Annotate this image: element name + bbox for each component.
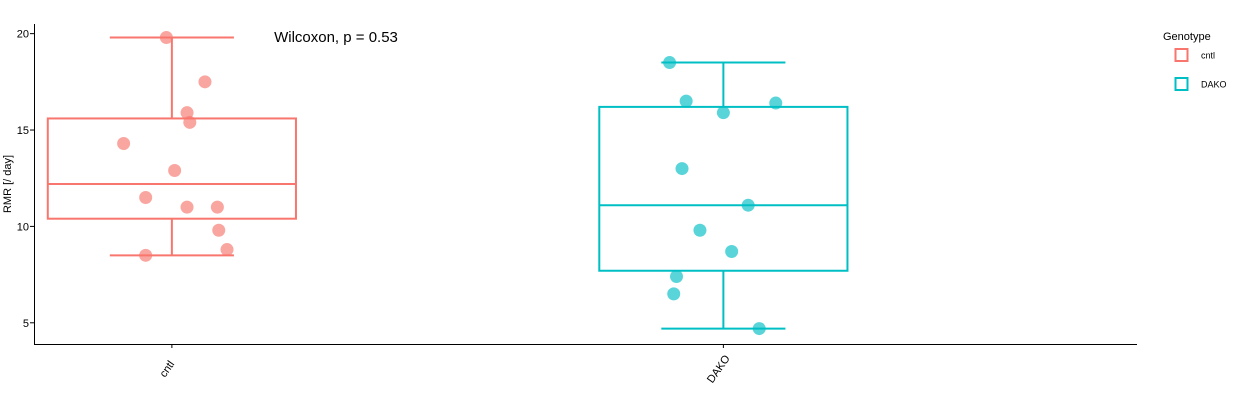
legend-label: cntl — [1201, 51, 1215, 61]
data-point — [769, 96, 783, 110]
x-ticks: cntl DAKO — [158, 344, 733, 385]
legend-key — [1174, 48, 1189, 62]
y-axis-label: RMR [/ day] — [2, 155, 14, 213]
x-tick-label: cntl — [158, 359, 178, 380]
data-point — [716, 106, 730, 120]
boxplot-cntl — [46, 36, 297, 257]
data-point — [675, 162, 689, 176]
data-point — [180, 200, 194, 214]
y-tick-label: 20 — [17, 29, 29, 41]
data-point — [210, 200, 224, 214]
data-point — [198, 75, 212, 89]
data-point — [212, 223, 226, 237]
y-tick-label: 10 — [17, 221, 29, 233]
boxplot-DAKO — [598, 61, 849, 330]
data-point — [693, 223, 707, 237]
x-tick-label: DAKO — [705, 353, 733, 386]
box — [46, 117, 297, 220]
data-point — [667, 287, 681, 301]
test-annotation: Wilcoxon, p = 0.53 — [274, 29, 398, 46]
data-point — [159, 30, 173, 44]
y-tick-label: 15 — [17, 125, 29, 137]
y-ticks: 5 10 15 20 — [17, 29, 34, 330]
box — [598, 105, 849, 272]
data-point — [139, 190, 153, 204]
legend-label: DAKO — [1201, 80, 1227, 90]
data-point — [117, 137, 131, 151]
data-point — [741, 198, 755, 212]
boxes-layer — [46, 36, 849, 330]
data-point — [139, 248, 153, 262]
data-point — [679, 94, 693, 108]
legend-title: Genotype — [1163, 31, 1211, 43]
legend-key — [1174, 77, 1189, 91]
data-point — [669, 270, 683, 284]
points-layer — [117, 30, 783, 336]
y-tick-label: 5 — [23, 318, 29, 330]
data-point — [168, 164, 182, 178]
data-point — [725, 244, 739, 258]
data-point — [752, 322, 766, 336]
data-point — [183, 115, 197, 129]
data-point — [220, 243, 234, 257]
data-point — [663, 56, 677, 70]
